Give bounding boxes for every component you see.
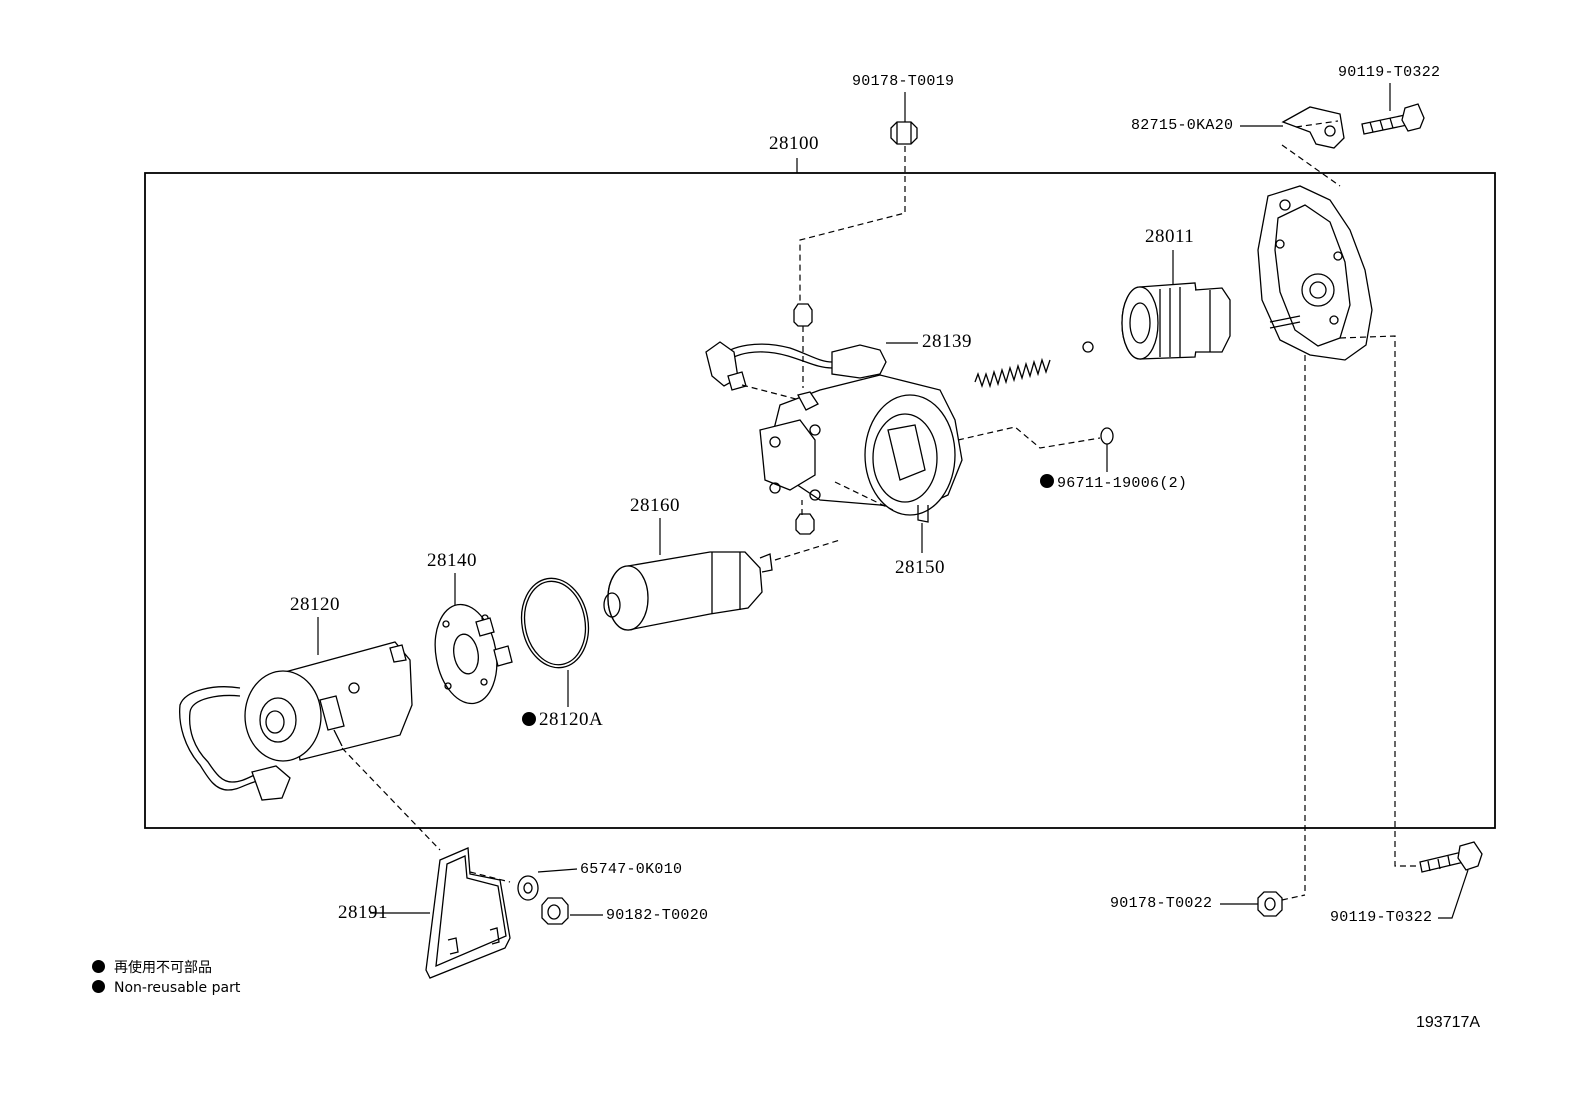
- label-ball-text: 96711-19006(2): [1057, 475, 1188, 492]
- spring-drawing: [974, 357, 1051, 389]
- label-brush-holder: 28140: [427, 550, 477, 571]
- small-ball-drawing: [1082, 341, 1094, 353]
- label-yoke: 28120: [290, 594, 340, 615]
- oring-drawing: [520, 577, 590, 707]
- label-lead-wire: 28139: [922, 331, 972, 352]
- label-bolt-bottom: 90119-T0322: [1330, 909, 1433, 926]
- label-oring-text: 28120A: [539, 709, 604, 730]
- label-ball: 96711-19006(2): [1040, 474, 1187, 492]
- housing-drawing: [759, 374, 1101, 535]
- non-reusable-marker: [522, 712, 536, 726]
- nut-top-drawing: [793, 92, 918, 327]
- assembly-frame: [144, 172, 1496, 829]
- bolt-bottom-drawing: [1419, 841, 1483, 919]
- drive-clutch-drawing: [1121, 250, 1231, 360]
- label-bracket-top: 82715-0KA20: [1131, 117, 1234, 134]
- diagram-reference: 193717A: [1416, 1014, 1481, 1031]
- legend-dot: [92, 980, 105, 993]
- label-nut-bracket: 90182-T0020: [606, 907, 709, 924]
- label-washer: 65747-0K010: [580, 861, 683, 878]
- bracket-top-drawing: [1240, 106, 1345, 187]
- legend-text-jp: 再使用不可部品: [114, 960, 212, 976]
- label-housing: 28150: [895, 557, 945, 578]
- yoke-drawing: [179, 617, 441, 851]
- end-frame-drawing: [1257, 185, 1420, 895]
- bolt-top-drawing: [1361, 83, 1425, 135]
- bracket-bottom-drawing: [370, 847, 511, 979]
- label-armature: 28160: [630, 495, 680, 516]
- label-assembly: 28100: [769, 133, 819, 154]
- non-reusable-marker: [1040, 474, 1054, 488]
- label-nut-bottom: 90178-T0022: [1110, 895, 1213, 912]
- label-oring: 28120A: [522, 709, 603, 731]
- ball-drawing: [1100, 427, 1114, 445]
- legend-line-en: Non-reusable part: [92, 980, 240, 996]
- washer-drawing: [517, 868, 578, 901]
- label-drive-clutch: 28011: [1145, 226, 1195, 247]
- label-bolt-top: 90119-T0322: [1338, 64, 1441, 81]
- legend-text-en: Non-reusable part: [114, 980, 241, 996]
- label-bracket-bottom: 28191: [338, 902, 388, 923]
- nut-bracket-drawing: [541, 897, 603, 925]
- lead-wire-drawing: [705, 326, 918, 401]
- nut-bottom-drawing: [1220, 891, 1306, 917]
- legend-dot: [92, 960, 105, 973]
- armature-drawing: [603, 518, 841, 631]
- brush-holder-drawing: [434, 573, 513, 705]
- legend-line-jp: 再使用不可部品: [92, 957, 212, 977]
- label-nut-top: 90178-T0019: [852, 73, 955, 90]
